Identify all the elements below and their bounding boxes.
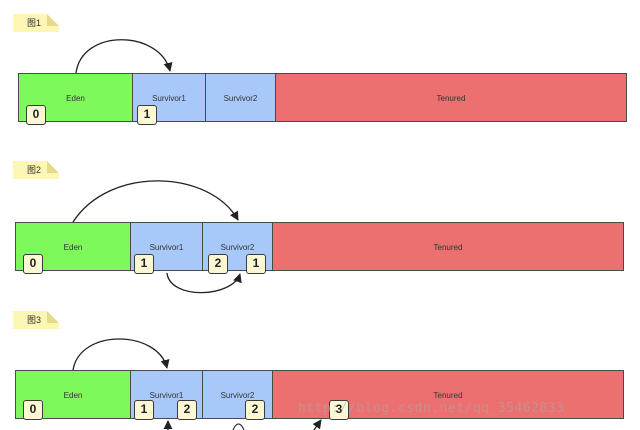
survivor2-label: Survivor2 (220, 391, 255, 400)
figure-2-label: 图2 (13, 161, 59, 179)
figure-3-label: 图3 (13, 311, 59, 329)
object-age-badge: 0 (23, 254, 43, 274)
arrow-to-tenured-bottom (312, 419, 322, 430)
arrow-survivor1-to-survivor2 (166, 272, 242, 294)
arrow-eden-to-survivor2 (72, 180, 239, 223)
tenured-label: Tenured (436, 94, 466, 103)
watermark: http://blog.csdn.net/qq_35462833 (298, 401, 565, 416)
arrow-survivor-to-tenured (232, 423, 245, 430)
object-age-badge: 3 (329, 400, 349, 420)
eden-label: Eden (63, 243, 83, 252)
survivor1-label: Survivor1 (152, 94, 186, 103)
survivor2-label: Survivor2 (223, 94, 258, 103)
eden-label: Eden (63, 391, 83, 400)
figure-3-label-text: 图3 (27, 315, 42, 325)
survivor2-label: Survivor2 (220, 243, 255, 252)
object-age-badge: 1 (137, 105, 157, 125)
arrow-eden-to-survivor1 (72, 338, 170, 371)
figure-2-label-text: 图2 (27, 165, 42, 175)
tenured-region: Tenured (272, 222, 624, 271)
object-age-badge: 2 (208, 254, 228, 274)
object-age-badge: 1 (134, 400, 154, 420)
figure-1-label: 图1 (13, 14, 59, 32)
object-age-badge: 1 (134, 254, 154, 274)
object-age-badge: 2 (245, 400, 265, 420)
eden-label: Eden (66, 94, 85, 103)
object-age-badge: 0 (26, 105, 46, 125)
tenured-label: Tenured (433, 391, 463, 400)
tenured-region: Tenured (275, 73, 627, 122)
survivor1-label: Survivor1 (149, 391, 184, 400)
object-age-badge: 2 (177, 400, 197, 420)
survivor1-label: Survivor1 (149, 243, 184, 252)
arrow-eden-to-survivor1 (75, 39, 173, 74)
object-age-badge: 1 (246, 254, 266, 274)
object-age-badge: 0 (23, 400, 43, 420)
figure-1-label-text: 图1 (27, 18, 42, 28)
tenured-label: Tenured (433, 243, 463, 252)
